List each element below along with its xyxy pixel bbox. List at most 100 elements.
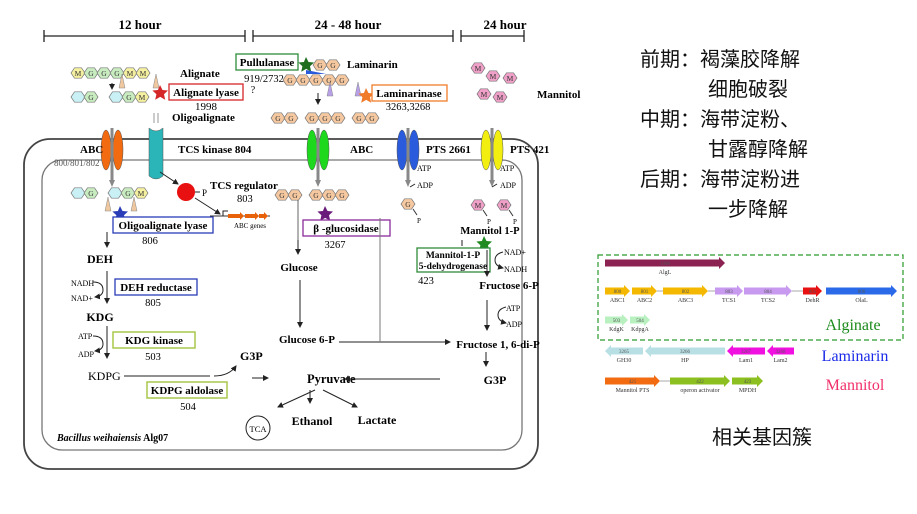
- sugar-M-icon: M: [135, 67, 151, 79]
- gene-name: Mannitol PTS: [616, 388, 650, 394]
- svg-text:G: G: [330, 61, 336, 70]
- gene-name: ABC3: [678, 298, 693, 304]
- gene-name: KdgK: [609, 327, 624, 333]
- sugar-G-icon: G: [304, 112, 320, 124]
- svg-text:M: M: [475, 201, 482, 210]
- gene-name: DehR: [806, 298, 820, 304]
- star-icon: [298, 57, 314, 72]
- gene-name: OlaL: [855, 298, 868, 304]
- sugar-G-icon: G: [287, 189, 303, 201]
- svg-text:G: G: [313, 76, 319, 85]
- cofactor-adp-pts2661: ADP: [417, 181, 434, 190]
- svg-text:G: G: [326, 76, 332, 85]
- gene-clusters: 1998AlgL800ABC1801ABC2802ABC3803TCS1804T…: [605, 257, 897, 394]
- gene-id: 3265: [619, 350, 630, 355]
- sugar-G-icon: G: [325, 59, 341, 71]
- svg-text:503: 503: [145, 352, 161, 363]
- gene-id: 3267: [741, 350, 752, 355]
- phosphate-label: P: [513, 218, 517, 226]
- svg-text:ABC genes: ABC genes: [234, 222, 266, 230]
- gene-name: TCS1: [722, 298, 736, 304]
- cleavage-site-icon: [326, 81, 334, 97]
- svg-text:M: M: [140, 69, 147, 78]
- note-mid-2: 甘露醇降解: [708, 137, 808, 161]
- metabolite-deh: DEH: [87, 252, 114, 266]
- svg-text:P: P: [202, 188, 207, 198]
- sugar-M-icon: M: [492, 91, 508, 103]
- sugar-G-icon: G: [282, 74, 298, 86]
- gene-name: GH30: [617, 358, 632, 364]
- sugar-G-icon: G: [334, 74, 350, 86]
- gene-id: 806: [858, 290, 866, 295]
- gene-id: 804: [764, 290, 772, 295]
- sugar-unit-icon: [107, 187, 123, 199]
- gene-name: TCS2: [761, 298, 775, 304]
- cofactor-atp-pts421: ATP: [500, 164, 515, 173]
- sugar-G-icon: G: [283, 112, 299, 124]
- sugar-M-icon: M: [485, 70, 501, 82]
- svg-text:G: G: [279, 191, 285, 200]
- svg-text:M: M: [475, 64, 482, 73]
- metabolite-kdpg: KDPG: [88, 369, 121, 383]
- metabolite-kdg: KDG: [86, 310, 113, 324]
- metabolite-tca: TCA: [250, 424, 268, 434]
- svg-text:KDPG aldolase: KDPG aldolase: [151, 385, 224, 397]
- cluster-title-alginate: Alginate: [825, 317, 880, 334]
- enzyme-deh-reductase: DEH reductase 805: [114, 278, 198, 309]
- timeline-phase-2: 24 - 48 hour: [315, 17, 382, 32]
- cofactor-adp: ADP: [78, 350, 95, 359]
- abc-transporter-alginate: [100, 128, 124, 187]
- metabolite-fructose-6p: Fructose 6-P: [479, 280, 539, 292]
- svg-text:β -glucosidase: β -glucosidase: [313, 223, 379, 235]
- gene-id: 3268: [776, 350, 787, 355]
- gene-name: Lam2: [774, 358, 788, 364]
- svg-text:M: M: [507, 74, 514, 83]
- timeline: [43, 30, 525, 42]
- svg-text:G: G: [126, 93, 132, 102]
- svg-text:G: G: [309, 114, 315, 123]
- svg-text:3263,3268: 3263,3268: [386, 102, 431, 113]
- sugar-G-icon: G: [308, 74, 324, 86]
- svg-text:G: G: [335, 114, 341, 123]
- enzyme-oligoalginate-lyase: Oligoalignate lyase 806: [112, 206, 214, 247]
- gene-id: 805: [809, 290, 817, 295]
- svg-text:919/2732: 919/2732: [244, 74, 284, 85]
- svg-text:M: M: [127, 69, 134, 78]
- star-icon: [358, 88, 374, 103]
- svg-text:Oligoalignate lyase: Oligoalignate lyase: [119, 220, 208, 232]
- sugar-M-icon: M: [122, 67, 138, 79]
- svg-text:G: G: [405, 200, 411, 209]
- alginate-label: Alignate: [180, 68, 220, 80]
- svg-text:G: G: [101, 69, 107, 78]
- sugar-G-icon: G: [400, 198, 416, 210]
- svg-text:M: M: [490, 72, 497, 81]
- metabolite-g3p-left: G3P: [240, 349, 263, 363]
- gene-name: Lam1: [739, 358, 753, 364]
- cleavage-site-icon: [354, 81, 362, 97]
- cleavage-site-icon: [130, 196, 138, 212]
- sugar-M-icon: M: [134, 91, 150, 103]
- cluster-title-mannitol: Mannitol: [826, 377, 885, 394]
- gene-id: 422: [696, 380, 704, 385]
- cleavage-site-icon: [104, 196, 112, 212]
- svg-text:G: G: [322, 114, 328, 123]
- enzyme-mannitol-1p-dehydrogenase: Mannitol-1-P 5-dehydrogenase 423: [416, 236, 492, 287]
- svg-text:G: G: [288, 114, 294, 123]
- sugar-G-icon: G: [312, 59, 328, 71]
- alginate-pathway: [92, 83, 269, 381]
- gene-name: HP: [681, 358, 689, 364]
- svg-text:M: M: [138, 189, 145, 198]
- svg-text:DEH reductase: DEH reductase: [120, 282, 192, 294]
- cleavage-site-icon: [152, 73, 160, 89]
